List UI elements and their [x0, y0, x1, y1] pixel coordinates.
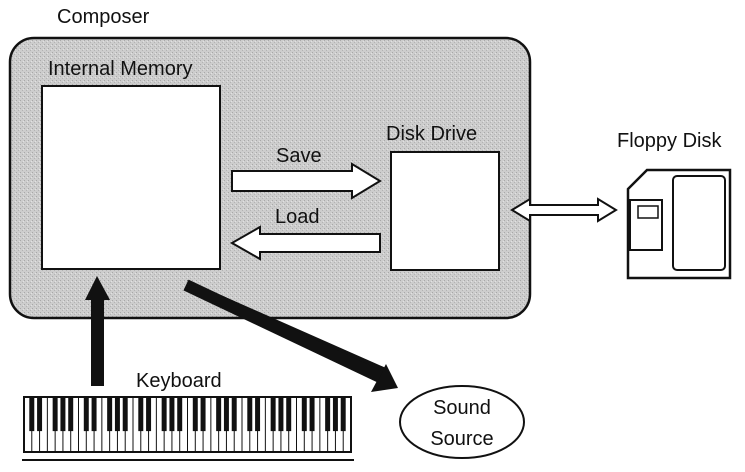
- black-key: [68, 397, 74, 432]
- sound-source-ellipse: [399, 385, 525, 459]
- floppy-disk-label: Floppy Disk: [617, 130, 722, 152]
- black-key: [332, 397, 338, 432]
- black-key: [37, 397, 43, 432]
- black-key: [91, 397, 97, 432]
- internal-memory-label: Internal Memory: [48, 58, 193, 80]
- keyboard-label: Keyboard: [136, 370, 222, 392]
- sound-output-arrow: [183, 279, 398, 392]
- black-key: [29, 397, 35, 432]
- floppy-disk-icon: [626, 168, 732, 280]
- black-key: [325, 397, 331, 432]
- black-key: [83, 397, 89, 432]
- keyboard-input-arrow: [85, 276, 110, 386]
- save-label: Save: [276, 145, 322, 167]
- black-key: [138, 397, 144, 432]
- black-key: [278, 397, 284, 432]
- black-key: [216, 397, 222, 432]
- disk-drive-box: [390, 151, 500, 271]
- black-key: [231, 397, 237, 432]
- black-key: [301, 397, 307, 432]
- black-key: [60, 397, 66, 432]
- black-key: [223, 397, 229, 432]
- black-key: [286, 397, 292, 432]
- transfer-double-arrow: [510, 197, 618, 223]
- black-key: [177, 397, 183, 432]
- black-key: [309, 397, 315, 432]
- save-arrow: [231, 162, 382, 200]
- black-key: [114, 397, 120, 432]
- internal-memory-box: [41, 85, 221, 270]
- black-key: [192, 397, 198, 432]
- sound-source-label-line2: Source: [430, 428, 494, 450]
- black-key: [169, 397, 175, 432]
- keyboard-icon: [22, 396, 354, 461]
- black-key: [247, 397, 253, 432]
- black-key: [146, 397, 152, 432]
- disk-drive-label: Disk Drive: [386, 123, 478, 145]
- black-key: [52, 397, 58, 432]
- black-key: [122, 397, 128, 432]
- load-label: Load: [275, 206, 320, 228]
- black-key: [200, 397, 206, 432]
- black-key: [255, 397, 261, 432]
- black-key: [340, 397, 346, 432]
- load-arrow: [229, 225, 381, 261]
- black-key: [107, 397, 113, 432]
- black-key: [270, 397, 276, 432]
- black-key: [161, 397, 167, 432]
- composer-label: Composer: [57, 6, 150, 28]
- sound-source-label-line1: Sound: [433, 397, 491, 419]
